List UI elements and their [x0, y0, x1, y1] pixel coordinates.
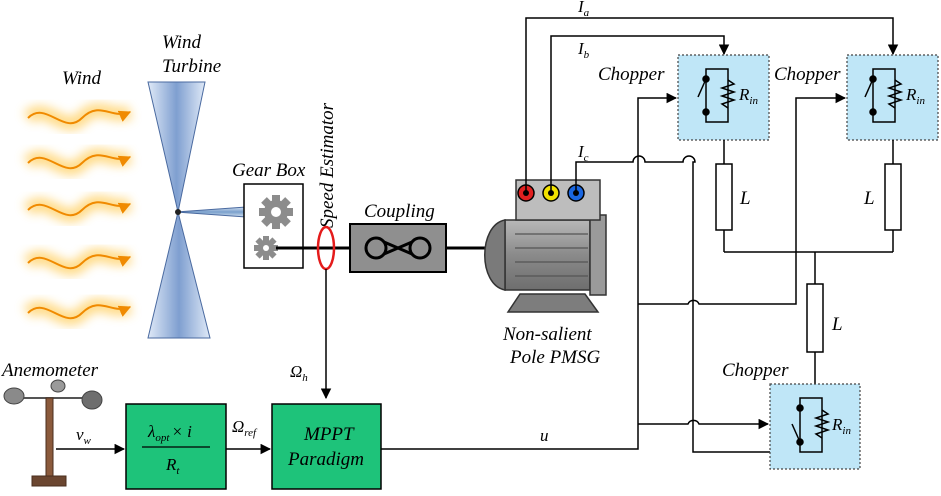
pmsg-generator: Non-salient Pole PMSG	[484, 179, 607, 368]
turbine-blade-top-icon	[147, 81, 206, 213]
gear-large-icon	[259, 195, 293, 229]
pmsg-label-line1: Non-salient	[502, 324, 592, 345]
chopper-1-resistor-icon	[719, 79, 737, 109]
pmsg-front-cap	[484, 219, 506, 291]
wind-label: Wind	[62, 68, 102, 89]
inductor-2: L	[863, 140, 902, 252]
pmsg-base	[506, 293, 600, 313]
chopper-3: Chopper Rin	[722, 360, 861, 470]
chopper-1-switch-icon	[697, 78, 707, 98]
rt-term: Rt	[165, 455, 180, 477]
chopper-3-rin-label: Rin	[831, 415, 851, 437]
coupling: Coupling	[349, 201, 447, 273]
chopper-2-resistor-icon	[886, 79, 904, 109]
chopper-3-switch-icon	[791, 423, 801, 443]
control-signal-u	[381, 92, 847, 450]
phase-c-wire	[575, 155, 818, 468]
mppt-label-line1: MPPT	[303, 424, 355, 445]
phase-a-wire	[525, 17, 899, 193]
wind-turbine-label-line1: Wind	[162, 32, 202, 53]
chopper-2-rin-label: Rin	[905, 85, 925, 107]
u-to-chopper-3	[638, 418, 770, 430]
u-to-chopper-1	[381, 92, 678, 450]
coupling-label: Coupling	[364, 201, 435, 222]
inductor-3: L	[806, 252, 843, 384]
chopper-1-label: Chopper	[598, 64, 665, 85]
mppt-label-line2: Paradigm	[287, 449, 364, 470]
wind-turbine: Wind Turbine	[147, 32, 261, 339]
chopper-1-rin-label: Rin	[738, 85, 758, 107]
u-label: u	[540, 426, 549, 445]
chopper-2: Chopper Rin	[774, 54, 939, 141]
ic-label: Ic	[577, 142, 589, 164]
chopper-3-resistor-icon	[813, 409, 831, 439]
omega-h-label: Ωh	[290, 362, 308, 384]
gear-box: Gear Box	[232, 160, 306, 269]
ib-label: Ib	[577, 39, 590, 61]
coupling-joint-icon	[364, 236, 432, 260]
u-to-chopper-2	[638, 92, 847, 305]
ia-label: Ia	[577, 0, 590, 19]
turbine-blade-bottom-icon	[147, 211, 211, 339]
pmsg-cooling-fins	[515, 233, 588, 277]
chopper-2-switch-icon	[864, 78, 874, 98]
phase-b-wire	[550, 35, 730, 193]
wind-group: Wind	[23, 68, 133, 326]
wind-arrow-icon	[23, 195, 133, 223]
vw-label: vw	[76, 425, 92, 447]
pmsg-rear-cap	[589, 214, 607, 296]
turbine-hub-icon	[175, 209, 181, 215]
wind-arrow-icon	[23, 103, 133, 131]
mppt-block-box	[271, 403, 382, 490]
optimal-speed-block: λopt× i Rt	[125, 403, 227, 490]
inductor-3-label: L	[831, 314, 843, 335]
wind-arrow-icon	[23, 148, 133, 176]
gear-small-icon	[254, 236, 278, 260]
wind-arrow-icon	[23, 248, 133, 276]
lambda-opt-term: λopt× i	[147, 422, 192, 444]
chopper-3-label: Chopper	[722, 360, 789, 381]
chopper-2-label: Chopper	[774, 64, 841, 85]
anemometer: Anemometer	[0, 360, 103, 487]
speed-estimator: Speed Estimator Ωh	[290, 102, 338, 400]
anemometer-label: Anemometer	[0, 360, 99, 381]
chopper-1: Chopper Rin	[598, 54, 770, 141]
phase-wires	[525, 17, 899, 468]
gear-box-label: Gear Box	[232, 160, 306, 181]
anemometer-icon	[3, 379, 103, 487]
speed-estimator-label: Speed Estimator	[317, 102, 338, 228]
omega-ref-label: Ωref	[232, 417, 258, 439]
inductor-2-label: L	[863, 188, 875, 209]
inductor-1: L	[715, 140, 751, 252]
mppt-block: MPPT Paradigm	[271, 403, 382, 490]
wind-turbine-label-line2: Turbine	[162, 56, 221, 77]
pmsg-label-line2: Pole PMSG	[509, 347, 601, 368]
inductor-1-label: L	[739, 188, 751, 209]
wind-arrow-icon	[23, 298, 133, 326]
